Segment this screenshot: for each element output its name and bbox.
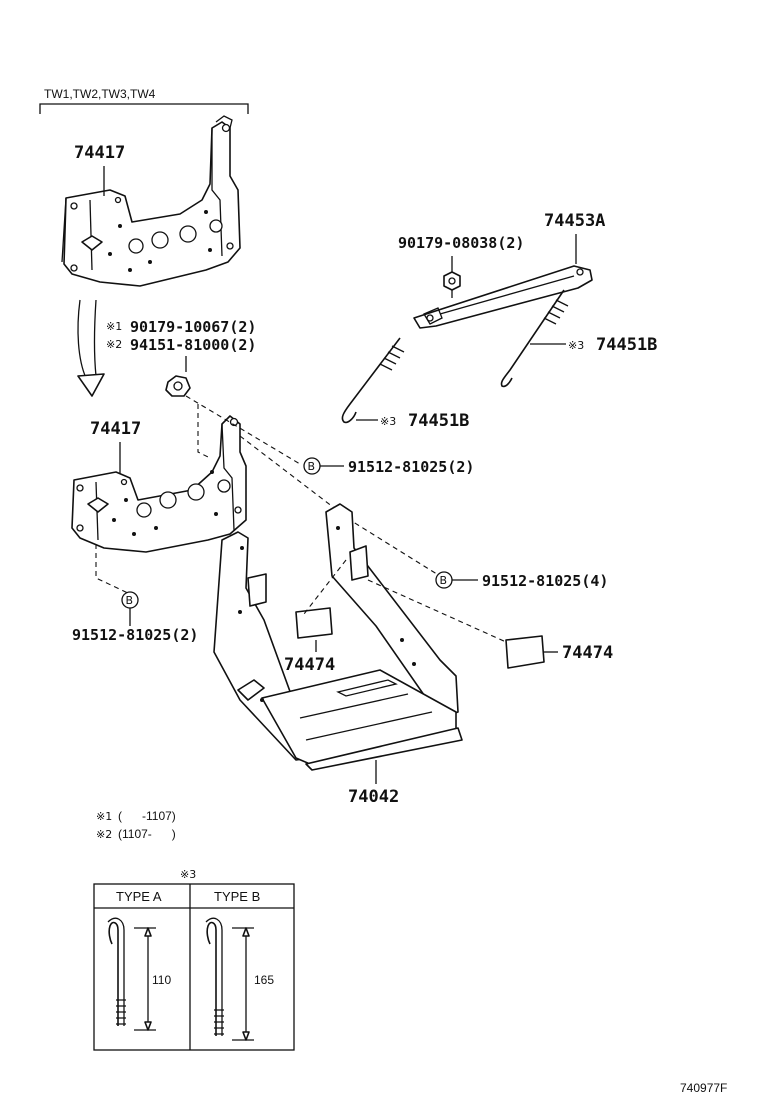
dash-nut-to-b [185, 395, 301, 465]
type-b-dim: 165 [254, 973, 274, 987]
label-note1-part: 90179-10067(2) [130, 318, 256, 336]
b-callout-top: B [303, 457, 344, 475]
rod-left-marker: ※3 [380, 415, 396, 428]
b-marker-right: B [440, 574, 448, 587]
type-table-col-b: TYPE B [214, 889, 260, 904]
pad-right-drawing [505, 635, 545, 669]
label-note2-part: 94151-81000(2) [130, 336, 256, 354]
upper-bracket-drawing [61, 115, 241, 287]
group-label: TW1,TW2,TW3,TW4 [44, 87, 156, 101]
type-table-marker: ※3 [180, 868, 196, 881]
note1-marker: ※1 [106, 320, 122, 333]
transition-arrow [77, 299, 105, 397]
label-clamp: 74453A [544, 211, 605, 231]
clamp-nut-drawing [443, 271, 461, 298]
tray-drawing [213, 503, 463, 771]
label-tray: 74042 [348, 787, 399, 807]
label-rod-left: 74451B [408, 411, 469, 431]
dash-bracket-to-b-left [95, 544, 131, 595]
type-b-rod-drawing [205, 917, 254, 1041]
label-lower-bracket: 74417 [90, 419, 141, 439]
footnote1-text: ( -1107) [118, 809, 176, 823]
b-callout-left: B [121, 591, 139, 626]
label-upper-bracket: 74417 [74, 143, 125, 163]
type-table-col-a: TYPE A [116, 889, 162, 904]
nut-drawing [165, 375, 191, 397]
rod-right-drawing [500, 289, 569, 388]
group-bracket-line [39, 103, 249, 114]
lower-bracket-drawing [71, 415, 247, 553]
footnote2-marker: ※2 [96, 828, 112, 841]
type-table [93, 883, 295, 1051]
footnote2-text: (1107- ) [118, 827, 176, 841]
diagram-code: 740977F [680, 1081, 727, 1095]
label-pad-right: 74474 [562, 643, 613, 663]
b-marker-top: B [308, 460, 316, 473]
note2-marker: ※2 [106, 338, 122, 351]
clamp-drawing [413, 265, 593, 329]
label-bolt-b-right: 91512-81025(4) [482, 572, 608, 590]
pad-left-drawing [295, 607, 333, 639]
footnote1-marker: ※1 [96, 810, 112, 823]
dash-pad-right [367, 579, 507, 643]
label-pad-left: 74474 [284, 655, 335, 675]
type-a-dim: 110 [152, 973, 171, 987]
label-rod-right: 74451B [596, 335, 657, 355]
rod-right-marker: ※3 [568, 339, 584, 352]
label-bolt-b-left: 91512-81025(2) [72, 626, 198, 644]
dash-pad-left [303, 559, 347, 615]
rod-left-drawing [341, 337, 405, 424]
dash-nut-down [197, 404, 211, 459]
b-marker-left: B [126, 594, 134, 607]
label-bolt-b-top: 91512-81025(2) [348, 458, 474, 476]
label-clamp-nut: 90179-08038(2) [398, 234, 524, 252]
type-a-rod-drawing [107, 917, 156, 1031]
b-callout-right: B [435, 571, 478, 589]
